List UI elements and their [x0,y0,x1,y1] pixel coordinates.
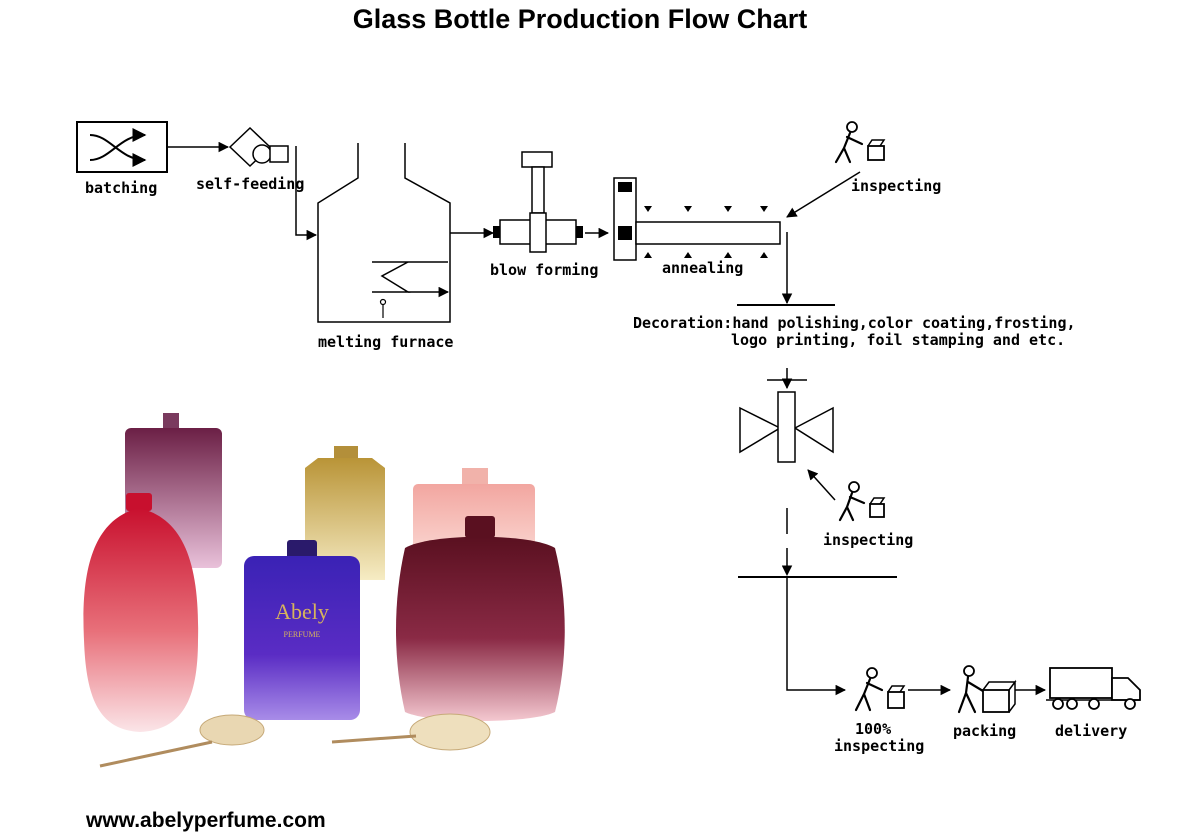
inspecting-person-icon-2 [838,481,886,522]
label-batching: batching [85,179,158,197]
label-self-feeding: self-feeding [196,175,305,193]
label-decoration-line1: Decoration:hand polishing,color coating,… [633,314,1076,332]
label-annealing: annealing [662,259,744,277]
label-inspecting-2: inspecting [823,531,914,549]
bottle-subbrand-label: PERFUME [284,630,321,639]
label-decoration-line2: logo printing, foil stamping and etc. [731,331,1066,349]
final-inspecting-icon [854,667,906,712]
delivery-truck-icon [1046,667,1141,710]
annealing-symbol [613,177,781,261]
label-blow-forming: blow forming [490,261,599,279]
label-melting-furnace: melting furnace [318,333,454,351]
label-final-inspecting: inspecting [834,737,925,755]
label-inspecting-1: inspecting [851,177,942,195]
arrow-line-to-final-inspecting [786,577,847,696]
label-delivery: delivery [1055,722,1128,740]
self-feeding-symbol [228,126,289,168]
arrow-inspecting-to-annealing [786,171,861,218]
label-packing: packing [953,722,1017,740]
decoration-press-symbol [739,368,834,463]
arrow-inspecting2-to-press [807,469,836,501]
batching-symbol [76,121,168,173]
arrow-feeding-to-furnace [295,146,318,241]
blow-forming-symbol [493,151,583,253]
melting-furnace-symbol [317,143,451,323]
label-final-inspecting-percent: 100% [855,720,892,738]
inspecting-person-icon [834,121,886,164]
website-url: www.abelyperfume.com [86,809,326,832]
page-title: Glass Bottle Production Flow Chart [352,4,808,34]
packing-icon [957,665,1017,714]
bottle-brand-label: Abely [275,599,329,624]
perfume-bottles-photo [83,413,565,768]
